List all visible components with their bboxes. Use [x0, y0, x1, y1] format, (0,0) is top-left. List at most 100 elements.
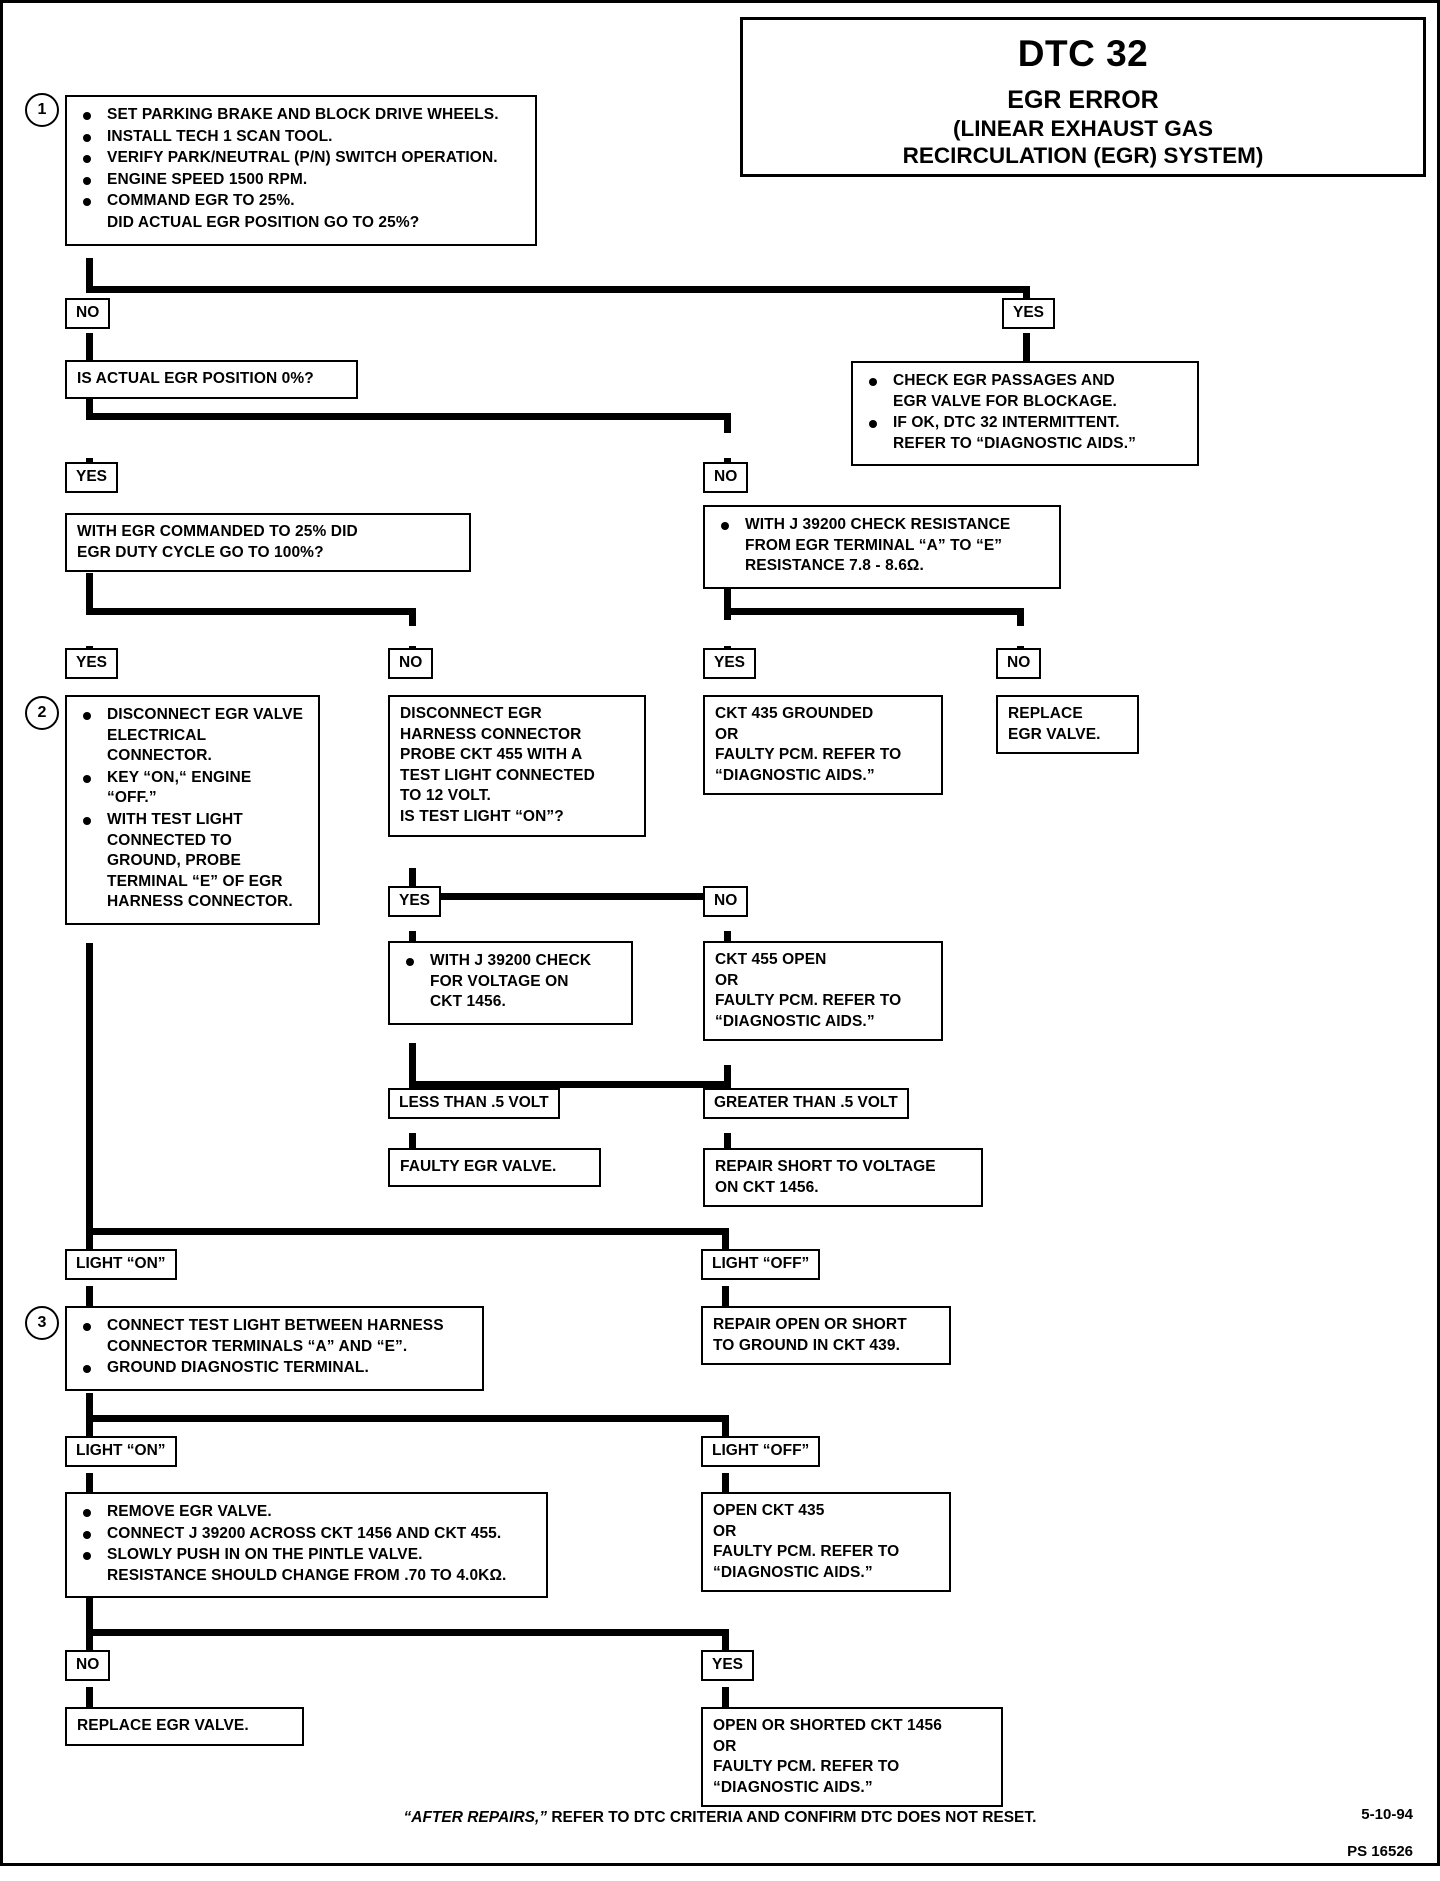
egr-passages-bullet-1: IF OK, DTC 32 INTERMITTENT. REFER TO “DI… — [863, 413, 1187, 454]
connector-line — [86, 943, 93, 1233]
connector-line — [722, 1629, 729, 1651]
step1-bullet-2: VERIFY PARK/NEUTRAL (P/N) SWITCH OPERATI… — [77, 148, 525, 169]
repair-open-short-439-text: REPAIR OPEN OR SHORT TO GROUND IN CKT 43… — [713, 1316, 907, 1354]
footer-ps-number: PS 16526 — [1347, 1843, 1413, 1861]
tag-no-step1: NO — [65, 298, 111, 329]
connector-line — [86, 1595, 93, 1640]
node-j39200-resistance: WITH J 39200 CHECK RESISTANCE FROM EGR T… — [703, 505, 1061, 589]
ckt455-open-text: CKT 455 OPEN OR FAULTY PCM. REFER TO “DI… — [715, 951, 902, 1030]
repair-short-voltage-text: REPAIR SHORT TO VOLTAGE ON CKT 1456. — [715, 1158, 936, 1196]
connector-line — [86, 1228, 729, 1235]
step2-bullet-0: DISCONNECT EGR VALVE ELECTRICAL CONNECTO… — [77, 705, 308, 767]
connector-line — [86, 413, 731, 420]
replace-egr-valve-top-text: REPLACE EGR VALVE. — [1008, 705, 1101, 743]
faulty-egr-valve-text: FAULTY EGR VALVE. — [400, 1158, 557, 1175]
step1-bullet-4: COMMAND EGR TO 25%. — [77, 191, 525, 212]
connector-line — [722, 1473, 729, 1498]
step1-bullet-1: INSTALL TECH 1 SCAN TOOL. — [77, 127, 525, 148]
remove-egr-bullet-0: REMOVE EGR VALVE. — [77, 1502, 536, 1523]
connector-line — [409, 1133, 416, 1161]
node-ckt455-open: CKT 455 OPEN OR FAULTY PCM. REFER TO “DI… — [703, 941, 943, 1042]
footer-note-italic: “AFTER REPAIRS,” — [403, 1809, 548, 1826]
node-open-shorted-1456: OPEN OR SHORTED CKT 1456 OR FAULTY PCM. … — [701, 1707, 1003, 1808]
connector-line — [722, 1286, 729, 1311]
step1-bullet-3: ENGINE SPEED 1500 RPM. — [77, 170, 525, 191]
tag-no-level2: NO — [703, 462, 749, 493]
connector-line — [86, 1286, 93, 1311]
check-voltage-1456-bullet-0: WITH J 39200 CHECK FOR VOLTAGE ON CKT 14… — [400, 951, 621, 1013]
replace-egr-valve-bottom-text: REPLACE EGR VALVE. — [77, 1717, 249, 1734]
tag-yes-level3-left: YES — [65, 648, 119, 679]
tag-no-ckt455: NO — [703, 886, 749, 917]
connector-line — [86, 608, 416, 615]
tag-no-final: NO — [65, 1650, 111, 1681]
connector-line — [722, 1415, 729, 1437]
connector-line — [724, 1065, 731, 1083]
step3-bullet-0: CONNECT TEST LIGHT BETWEEN HARNESS CONNE… — [77, 1316, 472, 1357]
tag-light-off-step3: LIGHT “OFF” — [701, 1249, 821, 1280]
tag-yes-ckt455: YES — [388, 886, 442, 917]
tag-less-than-half-volt: LESS THAN .5 VOLT — [388, 1088, 560, 1119]
node-probe-ckt455: DISCONNECT EGR HARNESS CONNECTOR PROBE C… — [388, 695, 646, 837]
node-remove-egr: REMOVE EGR VALVE. CONNECT J 39200 ACROSS… — [65, 1492, 548, 1599]
connector-line — [86, 286, 1030, 293]
connector-line — [86, 393, 93, 420]
connector-line — [86, 1629, 93, 1651]
duty-cycle-text: WITH EGR COMMANDED TO 25% DID EGR DUTY C… — [77, 523, 358, 561]
egr-passages-bullet-0: CHECK EGR PASSAGES AND EGR VALVE FOR BLO… — [863, 371, 1187, 412]
dtc-system: (LINEAR EXHAUST GAS RECIRCULATION (EGR) … — [902, 116, 1264, 169]
footer-date: 5-10-94 — [1361, 1805, 1413, 1823]
node-is-actual-egr-0: IS ACTUAL EGR POSITION 0%? — [65, 360, 358, 399]
connector-line — [1023, 333, 1030, 365]
footer-reference: 5-10-94 PS 16526 — [1347, 1787, 1413, 1881]
node-replace-egr-valve-top: REPLACE EGR VALVE. — [996, 695, 1139, 755]
title-block: DTC 32 EGR ERROR (LINEAR EXHAUST GAS REC… — [740, 17, 1426, 177]
step1-bullet-0: SET PARKING BRAKE AND BLOCK DRIVE WHEELS… — [77, 105, 525, 126]
node-egr-passages: CHECK EGR PASSAGES AND EGR VALVE FOR BLO… — [851, 361, 1199, 467]
connector-line — [409, 1081, 729, 1088]
connector-line — [86, 573, 93, 615]
connector-line — [1017, 608, 1024, 626]
connector-line — [1023, 286, 1030, 308]
step-number-1: 1 — [25, 93, 59, 127]
j39200-resistance-bullet-0: WITH J 39200 CHECK RESISTANCE FROM EGR T… — [715, 515, 1049, 577]
node-repair-open-short-439: REPAIR OPEN OR SHORT TO GROUND IN CKT 43… — [701, 1306, 951, 1366]
dtc-name: EGR ERROR — [1007, 86, 1159, 114]
tag-yes-step1: YES — [1002, 298, 1056, 329]
footer-note: “AFTER REPAIRS,” REFER TO DTC CRITERIA A… — [3, 1809, 1437, 1827]
tag-light-on-step3: LIGHT “ON” — [65, 1249, 177, 1280]
node-step1: SET PARKING BRAKE AND BLOCK DRIVE WHEELS… — [65, 95, 537, 246]
connector-line — [722, 1228, 729, 1250]
tag-light-off-final: LIGHT “OFF” — [701, 1436, 821, 1467]
connector-line — [86, 1228, 93, 1250]
tag-yes-final: YES — [701, 1650, 755, 1681]
is-actual-egr-0-text: IS ACTUAL EGR POSITION 0%? — [77, 370, 314, 387]
node-repair-short-voltage: REPAIR SHORT TO VOLTAGE ON CKT 1456. — [703, 1148, 983, 1208]
node-replace-egr-valve-bottom: REPLACE EGR VALVE. — [65, 1707, 304, 1746]
step-number-2: 2 — [25, 696, 59, 730]
remove-egr-bullet-1: CONNECT J 39200 ACROSS CKT 1456 AND CKT … — [77, 1524, 536, 1545]
node-duty-cycle: WITH EGR COMMANDED TO 25% DID EGR DUTY C… — [65, 513, 471, 573]
node-open-ckt435: OPEN CKT 435 OR FAULTY PCM. REFER TO “DI… — [701, 1492, 951, 1593]
open-ckt435-text: OPEN CKT 435 OR FAULTY PCM. REFER TO “DI… — [713, 1502, 900, 1581]
footer-note-rest: REFER TO DTC CRITERIA AND CONFIRM DTC DO… — [547, 1809, 1037, 1826]
node-ckt435-grounded: CKT 435 GROUNDED OR FAULTY PCM. REFER TO… — [703, 695, 943, 796]
connector-line — [724, 413, 731, 433]
tag-no-level3-mid: NO — [388, 648, 434, 679]
step1-question: DID ACTUAL EGR POSITION GO TO 25%? — [107, 214, 420, 232]
tag-greater-than-half-volt: GREATER THAN .5 VOLT — [703, 1088, 909, 1119]
connector-line — [722, 1687, 729, 1712]
open-shorted-1456-text: OPEN OR SHORTED CKT 1456 OR FAULTY PCM. … — [713, 1717, 942, 1796]
step-number-3: 3 — [25, 1306, 59, 1340]
connector-line — [86, 1415, 93, 1437]
node-check-voltage-1456: WITH J 39200 CHECK FOR VOLTAGE ON CKT 14… — [388, 941, 633, 1025]
node-faulty-egr-valve: FAULTY EGR VALVE. — [388, 1148, 601, 1187]
connector-line — [86, 1629, 729, 1636]
step3-bullet-1: GROUND DIAGNOSTIC TERMINAL. — [77, 1358, 472, 1379]
connector-line — [86, 1687, 93, 1712]
ckt435-grounded-text: CKT 435 GROUNDED OR FAULTY PCM. REFER TO… — [715, 705, 902, 784]
connector-line — [86, 258, 93, 293]
connector-line — [724, 608, 1024, 615]
connector-line — [409, 1043, 416, 1088]
